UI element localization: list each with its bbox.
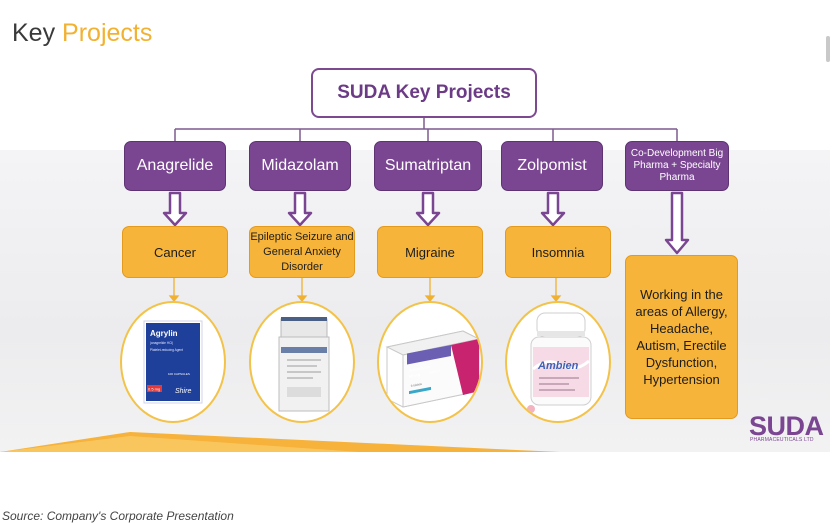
indication-migraine: Migraine	[377, 226, 483, 278]
sumatriptan-count: 9 tablets	[410, 382, 422, 388]
page-title: Key Projects	[12, 18, 152, 48]
indication-co-development-areas: Working in the areas of Allergy, Headach…	[625, 255, 738, 419]
agrylin-generic: (anagrelide HCl)	[150, 341, 173, 345]
agrylin-box: Agrylin (anagrelide HCl) Platelet-reduci…	[143, 320, 203, 404]
product-image-ambien: Ambien	[505, 301, 611, 423]
title-word-projects: Projects	[62, 19, 153, 47]
midazolam-bottle	[278, 317, 330, 412]
project-midazolam: Midazolam	[249, 141, 351, 191]
suda-logo-subtitle: PHARMACEUTICALS LTD	[750, 437, 814, 443]
ambien-bottle: Ambien	[519, 312, 592, 415]
connector-lines	[162, 118, 690, 303]
suda-logo: SUDA	[749, 411, 824, 441]
product-image-sumatriptan: Sumatriptan 50 mg tablets 9 tablets	[377, 301, 483, 423]
source-note: Source: Company's Corporate Presentation	[2, 509, 234, 523]
agrylin-brand: Agrylin	[150, 329, 178, 338]
indication-cancer: Cancer	[122, 226, 228, 278]
slide: Key Projects SUDA Key Projects A	[0, 18, 830, 452]
accent-wedge	[0, 432, 560, 452]
arrow-down-icon	[162, 191, 188, 227]
product-image-midazolam	[249, 301, 355, 423]
product-image-agrylin: Agrylin (anagrelide HCl) Platelet-reduci…	[120, 301, 226, 423]
sumatriptan-dose: 50 mg	[408, 372, 421, 379]
arrow-down-icon	[415, 191, 441, 227]
sumatriptan-box: Sumatriptan 50 mg tablets 9 tablets	[385, 330, 481, 408]
arrow-down-icon	[540, 191, 566, 227]
arrow-down-icon	[287, 191, 313, 227]
arrow-down-icon	[664, 191, 690, 255]
root-node: SUDA Key Projects	[311, 68, 537, 118]
agrylin-count: 100 CAPSULES	[168, 372, 190, 376]
agrylin-dose: 0.5 mg	[148, 387, 160, 392]
sumatriptan-name: Sumatriptan	[408, 364, 430, 373]
title-word-key: Key	[12, 19, 56, 47]
sumatriptan-form: tablets	[428, 368, 441, 375]
project-zolpomist: Zolpomist	[501, 141, 603, 191]
scrollbar-thumb[interactable]	[826, 36, 830, 62]
project-sumatriptan: Sumatriptan	[374, 141, 482, 191]
indication-epileptic-seizure: Epileptic Seizure and General Anxiety Di…	[249, 226, 355, 278]
project-co-development: Co-Development Big Pharma + Specialty Ph…	[625, 141, 729, 191]
agrylin-desc: Platelet-reducing Agent	[150, 348, 183, 352]
indication-insomnia: Insomnia	[505, 226, 611, 278]
ambien-brand: Ambien	[537, 360, 579, 372]
agrylin-maker: Shire	[175, 388, 191, 395]
project-anagrelide: Anagrelide	[124, 141, 226, 191]
